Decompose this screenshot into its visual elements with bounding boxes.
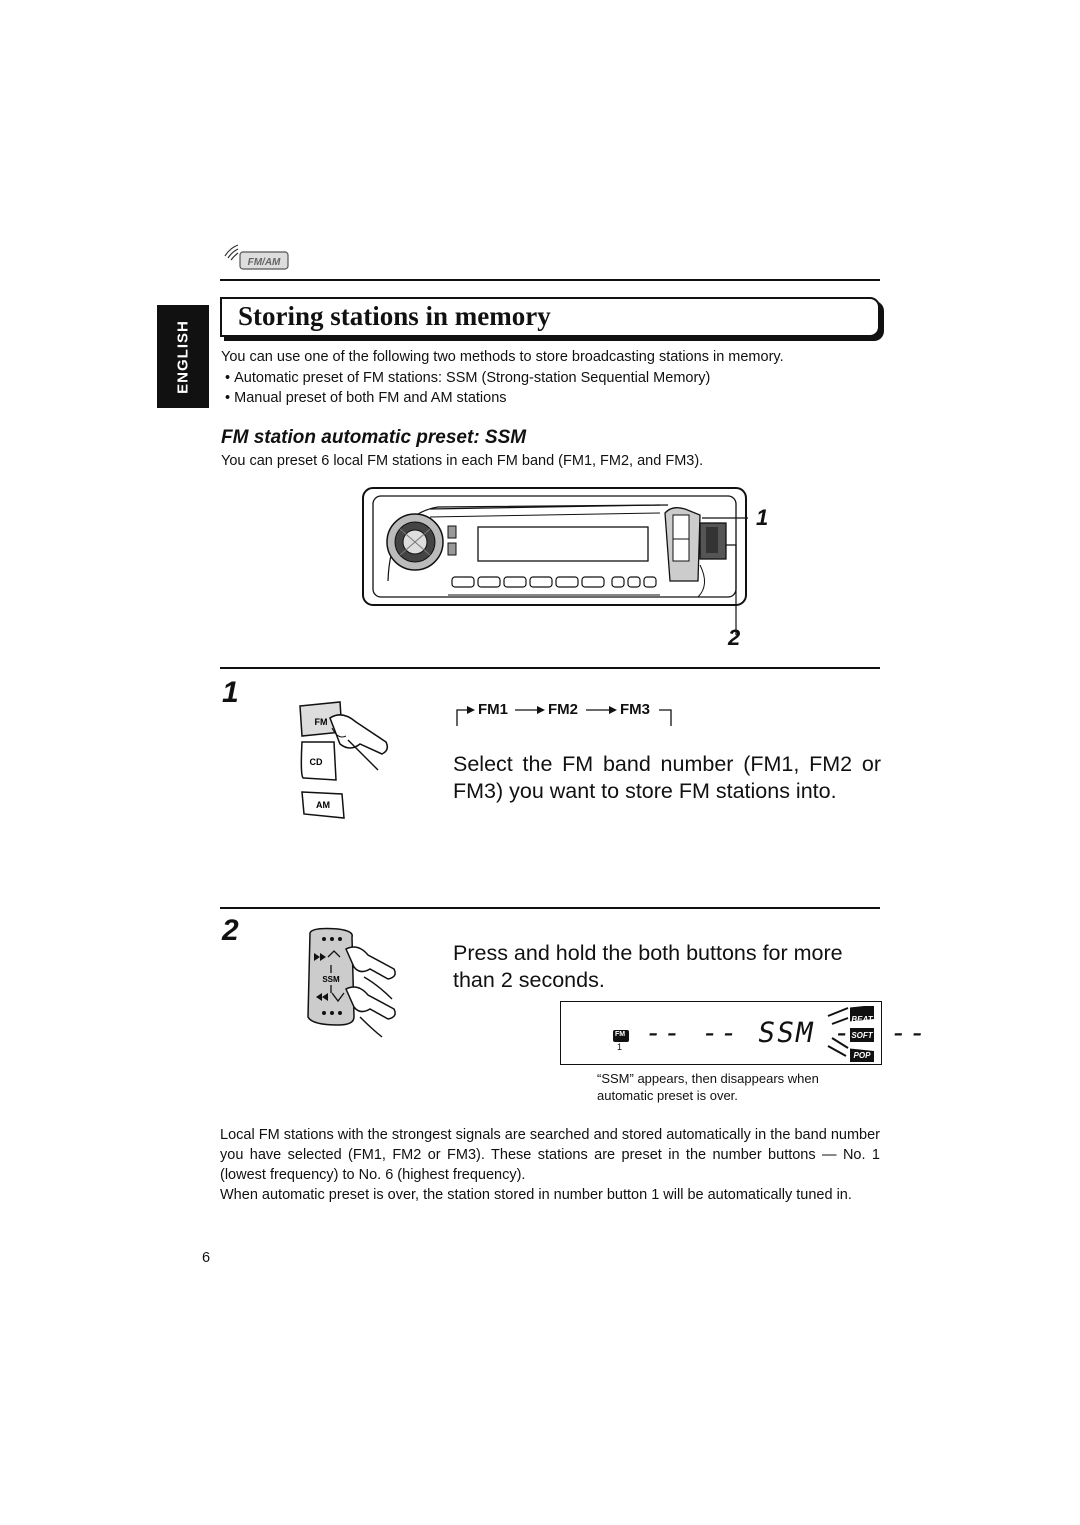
subsection-intro: You can preset 6 local FM stations in ea… xyxy=(221,453,704,469)
svg-text:BEAT: BEAT xyxy=(851,1015,873,1024)
step2-number: 2 xyxy=(222,914,239,947)
language-tab-label: ENGLISH xyxy=(174,319,192,394)
sequence-fm2: FM2 xyxy=(548,701,578,718)
fm-band-sequence: FM1 FM2 FM3 xyxy=(453,700,683,728)
sequence-fm3: FM3 xyxy=(620,701,650,718)
step1-rule xyxy=(220,667,880,669)
mode-pop: POP xyxy=(850,1048,874,1062)
ssm-button-label: SSM xyxy=(322,975,340,984)
section-title: Storing stations in memory xyxy=(238,301,551,331)
svg-text:SOFT: SOFT xyxy=(851,1031,873,1040)
section-intro: You can use one of the following two met… xyxy=(221,349,784,365)
subsection-title: FM station automatic preset: SSM xyxy=(221,427,527,448)
callout-2: 2 xyxy=(728,625,741,650)
fm-cd-am-buttons-illustration: FM CD AM xyxy=(290,696,400,826)
bullet-text: Automatic preset of FM stations: SSM (St… xyxy=(234,370,711,386)
band-number: 1 xyxy=(617,1042,623,1052)
section-title-box: Storing stations in memory xyxy=(220,297,880,337)
fm-am-icon-text: FM/AM xyxy=(248,257,281,268)
fm-button-label: FM xyxy=(315,717,328,727)
car-stereo-illustration xyxy=(360,485,760,650)
display-caption: “SSM” appears, then disappears when auto… xyxy=(597,1071,819,1103)
fm-am-broadcast-icon: FM/AM xyxy=(222,242,292,272)
band-indicator-label: FM xyxy=(615,1031,626,1038)
page-number: 6 xyxy=(202,1250,211,1266)
outro-paragraph-1: Local FM stations with the strongest sig… xyxy=(220,1127,880,1183)
ssm-buttons-illustration: SSM xyxy=(298,925,408,1040)
step2-rule xyxy=(220,907,880,909)
mode-soft: SOFT xyxy=(850,1028,874,1042)
cd-button-label: CD xyxy=(310,757,323,767)
callout-1: 1 xyxy=(756,505,769,530)
lcd-display: FM 1 -- -- SSM -- -- BEAT SOFT POP xyxy=(560,1001,931,1065)
step1-text: Select the FM band number (FM1, FM2 or F… xyxy=(453,752,881,803)
bullet-text: Manual preset of both FM and AM stations xyxy=(234,390,507,406)
bullet-item: • Manual preset of both FM and AM statio… xyxy=(225,390,507,406)
sequence-fm1: FM1 xyxy=(478,701,508,718)
bullet-item: • Automatic preset of FM stations: SSM (… xyxy=(225,370,711,386)
header-rule xyxy=(220,279,880,281)
band-indicator: FM xyxy=(613,1030,629,1042)
mode-beat: BEAT xyxy=(850,1006,874,1024)
ssm-readout: -- -- SSM -- -- xyxy=(642,1016,931,1049)
step2-text: Press and hold the both buttons for more… xyxy=(453,941,843,992)
am-button-label: AM xyxy=(316,800,330,810)
step1-number: 1 xyxy=(222,676,239,709)
svg-text:POP: POP xyxy=(854,1051,872,1060)
language-tab: ENGLISH xyxy=(157,305,209,408)
outro-paragraph-2: When automatic preset is over, the stati… xyxy=(220,1187,852,1203)
